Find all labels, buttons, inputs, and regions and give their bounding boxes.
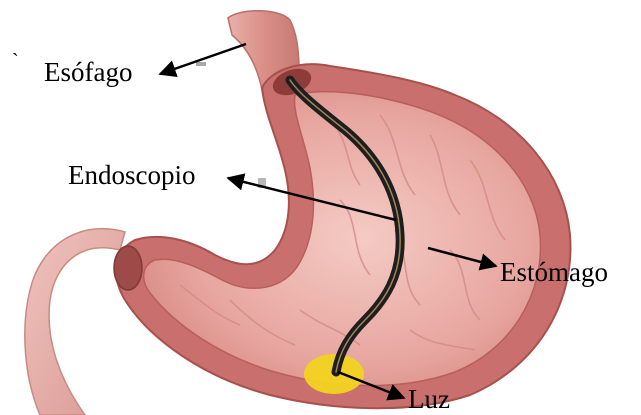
duodenum	[25, 229, 125, 415]
pylorus	[114, 246, 142, 290]
arrow-esofago	[160, 44, 246, 74]
stray-mark: `	[12, 50, 19, 73]
gray-mark	[196, 62, 206, 66]
label-estomago: Estómago	[500, 259, 608, 286]
label-luz: Luz	[408, 386, 450, 413]
label-endoscopio: Endoscopio	[68, 162, 196, 189]
label-esofago: Esófago	[44, 59, 132, 86]
